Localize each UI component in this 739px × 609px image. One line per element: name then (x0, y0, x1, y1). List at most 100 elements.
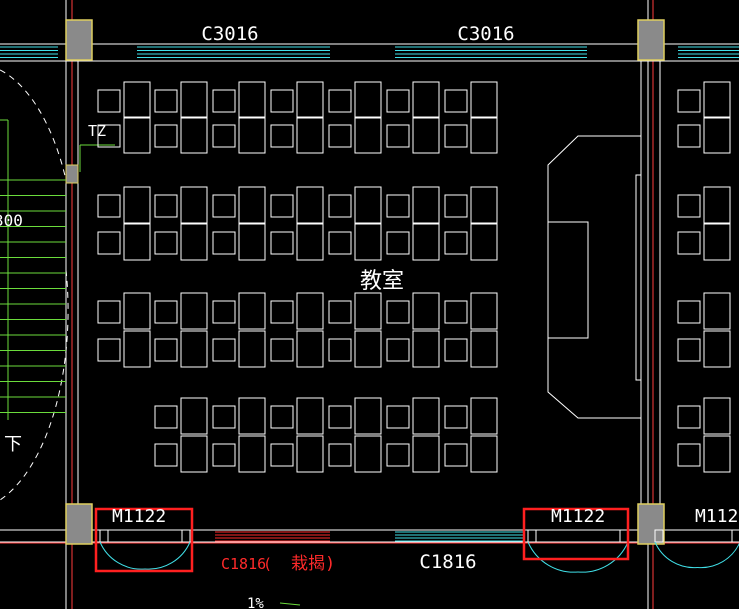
window-label-bottom-red-note: 栽揭) (291, 554, 335, 574)
door-swing (99, 541, 146, 570)
column-3 (637, 503, 665, 545)
desk (238, 292, 266, 330)
desk (470, 223, 498, 261)
desk (354, 397, 382, 435)
column-2 (65, 503, 93, 545)
chair (328, 124, 352, 148)
columns (65, 19, 665, 545)
chair (328, 405, 352, 429)
chair (154, 300, 178, 324)
chair (270, 443, 294, 467)
desk (354, 81, 382, 119)
staircase (0, 69, 115, 501)
door-jamb (731, 529, 739, 543)
desk (412, 435, 440, 473)
chair (444, 89, 468, 113)
chair (444, 124, 468, 148)
desk (412, 397, 440, 435)
desk (238, 116, 266, 154)
chair (212, 231, 236, 255)
chair (154, 194, 178, 218)
stair-tag-label: TZ (88, 122, 106, 140)
door-jamb (99, 529, 109, 543)
desk (412, 292, 440, 330)
highlight-door-right (522, 507, 630, 561)
chair (270, 338, 294, 362)
chair (444, 300, 468, 324)
stair-dimension-label: 300 (0, 211, 23, 230)
desk-right-room (703, 330, 731, 368)
chair (97, 338, 121, 362)
chair (386, 124, 410, 148)
desk (470, 186, 498, 224)
chair (270, 405, 294, 429)
door-highlights (94, 507, 630, 573)
desk (180, 292, 208, 330)
desk (180, 330, 208, 368)
door-swing (697, 542, 739, 569)
chair (270, 231, 294, 255)
chair (328, 338, 352, 362)
desk-right-room (703, 116, 731, 154)
window-label-bottom-red: C1816 (221, 555, 266, 573)
chair (328, 231, 352, 255)
desk (296, 435, 324, 473)
desk (470, 116, 498, 154)
stair-arc-top (0, 69, 67, 181)
desk (470, 81, 498, 119)
chair (444, 405, 468, 429)
chair (270, 89, 294, 113)
chair (444, 231, 468, 255)
desk (296, 292, 324, 330)
desk (123, 330, 151, 368)
chair (154, 231, 178, 255)
podium (547, 135, 642, 419)
podium-desk (547, 221, 589, 339)
desk (123, 292, 151, 330)
chair-right-room (677, 89, 701, 113)
desk (354, 186, 382, 224)
desk (296, 397, 324, 435)
chair (154, 124, 178, 148)
door-jamb (654, 529, 664, 543)
desk (238, 81, 266, 119)
door-jamb (181, 529, 191, 543)
chair (270, 124, 294, 148)
desk (354, 116, 382, 154)
chair-right-room (677, 300, 701, 324)
desk (470, 397, 498, 435)
chair (328, 443, 352, 467)
chair (328, 194, 352, 218)
desk (354, 330, 382, 368)
desk (238, 186, 266, 224)
desk (180, 81, 208, 119)
desk (180, 186, 208, 224)
chair (212, 124, 236, 148)
desk (238, 223, 266, 261)
desk (296, 116, 324, 154)
chair (328, 300, 352, 324)
stair-arc-bottom (0, 269, 69, 501)
blackboard (635, 174, 642, 381)
doors (99, 529, 739, 573)
chair (386, 338, 410, 362)
chair (154, 89, 178, 113)
chair (386, 443, 410, 467)
desk-grid (97, 81, 731, 606)
chair (270, 194, 294, 218)
desk (296, 81, 324, 119)
desk (412, 81, 440, 119)
slope-label: 1% (247, 596, 264, 609)
chair (270, 300, 294, 324)
column-1 (637, 19, 665, 61)
chair-right-room (677, 338, 701, 362)
column-0 (65, 19, 93, 61)
chair (212, 300, 236, 324)
door-swing (527, 541, 579, 573)
desk (238, 435, 266, 473)
desk (412, 186, 440, 224)
chair (97, 300, 121, 324)
chair (386, 89, 410, 113)
chair (386, 231, 410, 255)
